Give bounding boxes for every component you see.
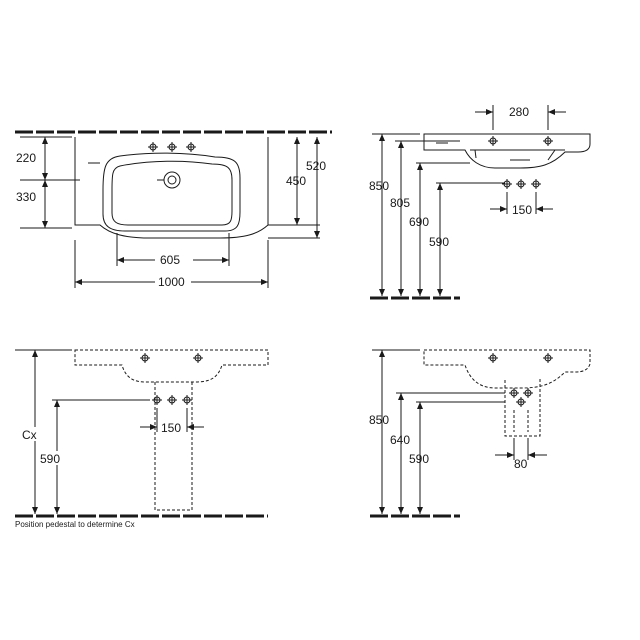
basin-outline: [74, 137, 269, 239]
basin-bowl: [102, 152, 241, 232]
valve-icon: [508, 387, 520, 399]
basin-side-dashed: [423, 349, 591, 389]
dim-150-side: 150: [512, 203, 532, 217]
dim-520: 520: [306, 159, 326, 173]
dim-690: 690: [409, 215, 429, 229]
dim-330: 330: [16, 190, 36, 204]
tap-hole-icon: [487, 135, 499, 147]
pedestal-side-dashed: [504, 378, 541, 437]
valve-icon: [166, 394, 178, 406]
dim-850: 850: [369, 179, 389, 193]
dim-220: 220: [16, 151, 36, 165]
valve-icon: [515, 396, 527, 408]
dim-805: 805: [390, 196, 410, 210]
valve-icon: [181, 394, 193, 406]
dim-590-front: 590: [40, 452, 60, 466]
side-view: 280 850 805 690 590 150: [369, 105, 591, 300]
basin-side-profile: [423, 133, 591, 169]
dim-605: 605: [160, 253, 180, 267]
dim-cx: Cx: [22, 428, 37, 442]
tap-hole-icon: [542, 352, 554, 364]
valve-icon: [515, 178, 527, 190]
tap-hole-icon: [166, 141, 178, 153]
dim-640: 640: [390, 433, 410, 447]
side-pedestal-view: 850 640 590 80: [369, 349, 591, 518]
dim-850-pedestal: 850: [369, 413, 389, 427]
drain-icon: [163, 171, 181, 189]
dim-150-front: 150: [161, 421, 181, 435]
tap-hole-icon: [192, 352, 204, 364]
basin-inner-line: [111, 160, 233, 226]
tap-hole-icon: [487, 352, 499, 364]
tap-hole-icon: [147, 141, 159, 153]
dim-1000: 1000: [158, 275, 185, 289]
tap-hole-icon: [139, 352, 151, 364]
dim-80: 80: [514, 457, 528, 471]
pedestal-front-dashed: [154, 382, 193, 511]
basin-front-dashed: [74, 349, 269, 383]
top-view: 220 330 450 520 605 1000: [15, 130, 332, 289]
valve-icon: [530, 178, 542, 190]
dim-590-side: 590: [429, 235, 449, 249]
valve-icon: [151, 394, 163, 406]
tap-hole-icon: [185, 141, 197, 153]
front-pedestal-view: Cx 590 150 Position pedestal to determin…: [15, 349, 269, 529]
valve-icon: [522, 387, 534, 399]
dim-590-pedestal: 590: [409, 452, 429, 466]
dim-450: 450: [286, 174, 306, 188]
pedestal-note: Position pedestal to determine Cx: [15, 520, 135, 529]
valve-icon: [501, 178, 513, 190]
tap-hole-icon: [542, 135, 554, 147]
dim-280: 280: [509, 105, 529, 119]
